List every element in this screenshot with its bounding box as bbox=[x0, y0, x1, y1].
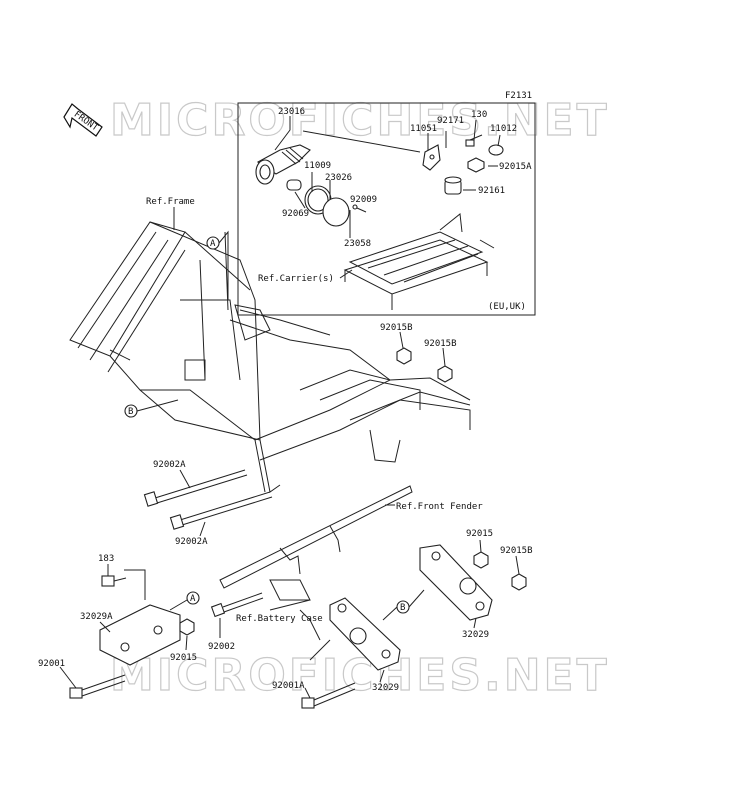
label-32029-2: 32029 bbox=[372, 683, 399, 693]
label-11012: 11012 bbox=[490, 124, 517, 134]
front-fender-bracket bbox=[219, 485, 413, 601]
callout-b-frame-label: B bbox=[128, 407, 133, 417]
carrier-rack bbox=[343, 213, 495, 310]
nut-92015B-2 bbox=[437, 365, 453, 383]
collar-11012 bbox=[488, 144, 504, 156]
nut-92015-2 bbox=[473, 551, 489, 569]
label-32029A: 32029A bbox=[80, 612, 113, 622]
lens bbox=[322, 197, 350, 227]
nut-92015A bbox=[467, 157, 485, 173]
nut-92015B-1 bbox=[396, 347, 412, 365]
callout-b-plate-label: B bbox=[400, 603, 405, 613]
main-frame bbox=[69, 221, 471, 493]
label-23058: 23058 bbox=[344, 239, 371, 249]
label-11051: 11051 bbox=[410, 124, 437, 134]
bolt-92002A-1 bbox=[143, 469, 248, 507]
label-183: 183 bbox=[98, 554, 114, 564]
nut-92015B-3 bbox=[511, 573, 527, 591]
callout-a-bracket-label: A bbox=[190, 594, 196, 604]
bolt-92002 bbox=[210, 592, 264, 618]
bulb bbox=[286, 179, 302, 191]
inset-region-label: (EU,UK) bbox=[488, 302, 526, 312]
label-130: 130 bbox=[471, 110, 487, 120]
label-92171: 92171 bbox=[437, 116, 464, 126]
label-92002A-1: 92002A bbox=[153, 460, 186, 470]
tail-light-housing bbox=[255, 144, 311, 185]
screw bbox=[352, 204, 367, 213]
ref-frame-label: Ref.Frame bbox=[146, 197, 195, 207]
label-92015-2: 92015 bbox=[466, 529, 493, 539]
label-92015B-2: 92015B bbox=[424, 339, 457, 349]
watermark-bottom: MICROFICHES.NET bbox=[110, 650, 610, 701]
bolt-92001A bbox=[301, 682, 356, 709]
label-92002: 92002 bbox=[208, 642, 235, 652]
nut-92015-1 bbox=[179, 618, 195, 636]
grommet-92161 bbox=[444, 176, 462, 195]
label-92015A: 92015A bbox=[499, 162, 532, 172]
label-92069: 92069 bbox=[282, 209, 309, 219]
plate-32029-upper bbox=[419, 544, 493, 621]
ref-front-fender-label: Ref.Front Fender bbox=[396, 502, 483, 512]
bolt-130 bbox=[465, 134, 483, 147]
label-92002A-2: 92002A bbox=[175, 537, 208, 547]
label-92015B-3: 92015B bbox=[500, 546, 533, 556]
ref-battery-case-label: Ref.Battery Case bbox=[236, 614, 323, 624]
light-bracket bbox=[422, 144, 441, 171]
bracket-32029A bbox=[99, 604, 181, 666]
label-92015-1: 92015 bbox=[170, 653, 197, 663]
label-11009: 11009 bbox=[304, 161, 331, 171]
label-92001: 92001 bbox=[38, 659, 65, 669]
plate-32029-lower bbox=[329, 597, 401, 671]
inset-box bbox=[237, 102, 536, 316]
ref-carrier-label: Ref.Carrier(s) bbox=[258, 274, 334, 284]
callout-a-bracket bbox=[186, 591, 200, 605]
figure-code: F2131 bbox=[505, 91, 532, 101]
label-32029-1: 32029 bbox=[462, 630, 489, 640]
bolt-183 bbox=[101, 575, 127, 587]
bolt-92002A-2 bbox=[169, 491, 273, 530]
label-23026: 23026 bbox=[325, 173, 352, 183]
label-23016: 23016 bbox=[278, 107, 305, 117]
label-92009: 92009 bbox=[350, 195, 377, 205]
front-arrow-icon: FRONT bbox=[63, 103, 103, 137]
label-92001A: 92001A bbox=[272, 681, 305, 691]
callout-a-frame-label: A bbox=[210, 239, 216, 249]
label-92015B-1: 92015B bbox=[380, 323, 413, 333]
label-92161: 92161 bbox=[478, 186, 505, 196]
